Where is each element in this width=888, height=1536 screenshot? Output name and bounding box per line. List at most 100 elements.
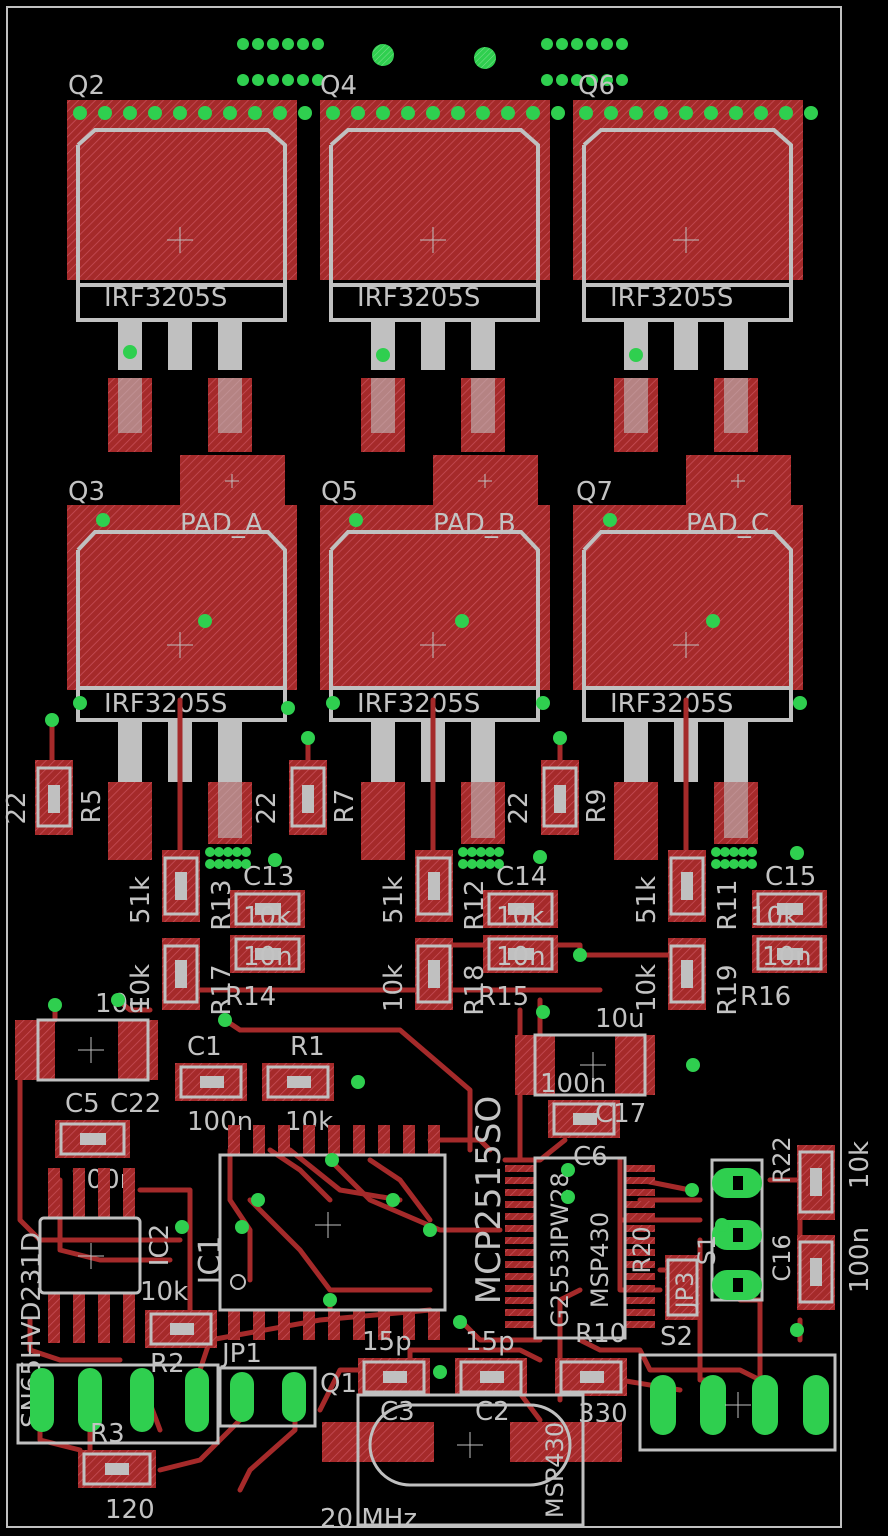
value-label: 22 — [504, 791, 534, 824]
via — [476, 859, 486, 869]
value-label: IRF3205S — [610, 689, 733, 719]
resistor-r9: 22 R9 — [504, 760, 612, 835]
cap-value: 10n — [243, 942, 293, 972]
via — [586, 74, 598, 86]
via — [571, 74, 583, 86]
via — [148, 106, 162, 120]
via — [573, 948, 587, 962]
via — [485, 859, 495, 869]
via — [248, 106, 262, 120]
via — [73, 696, 87, 710]
c22-ref: C22 — [110, 1089, 161, 1119]
via — [729, 859, 739, 869]
r-mid-value: 10k — [750, 902, 798, 932]
via — [173, 106, 187, 120]
via — [561, 1190, 575, 1204]
ref-label: C1 — [187, 1032, 222, 1062]
via — [401, 106, 415, 120]
via — [376, 106, 390, 120]
cap-value: 10n — [762, 942, 812, 972]
ref-label: Q4 — [320, 71, 357, 101]
via — [223, 106, 237, 120]
via — [326, 696, 340, 710]
r-top-value: 51k — [126, 876, 156, 924]
pad-label: PAD_C — [686, 509, 769, 539]
via — [804, 106, 818, 120]
header-vias — [237, 38, 628, 86]
via — [237, 38, 249, 50]
cap-ref: C14 — [496, 862, 547, 892]
jumper-jp1: JP1 — [218, 1339, 317, 1428]
via — [654, 106, 668, 120]
via — [235, 1220, 249, 1234]
part-label: MSP430 — [586, 1212, 614, 1308]
via — [720, 847, 730, 857]
via — [738, 847, 748, 857]
value-label: 100n — [845, 1227, 875, 1293]
ref-label: C16 — [768, 1234, 796, 1281]
ref-label: Q1 — [320, 1369, 357, 1399]
r-bottom-value: 10k — [632, 964, 662, 1012]
via — [553, 731, 567, 745]
via — [685, 1183, 699, 1197]
can-connector — [16, 1363, 220, 1445]
cap-c1: C1 100n — [175, 1032, 253, 1137]
via — [268, 853, 282, 867]
switch-s2: S2 — [638, 1322, 837, 1452]
via — [433, 1365, 447, 1379]
via — [458, 859, 468, 869]
via — [232, 859, 242, 869]
via — [241, 847, 251, 857]
via — [526, 106, 540, 120]
via — [175, 1220, 189, 1234]
ref-label: R5 — [77, 789, 107, 824]
via — [205, 859, 215, 869]
via — [98, 106, 112, 120]
value-label: IRF3205S — [357, 689, 480, 719]
via — [198, 614, 212, 628]
via — [603, 513, 617, 527]
resistor-r7: 22 R7 — [252, 760, 360, 835]
via — [453, 1315, 467, 1329]
mosfet-q7: Q7 PAD_C IRF3205S — [573, 477, 803, 860]
value-label: IRF3205S — [104, 689, 227, 719]
via — [586, 38, 598, 50]
r-bottom-ref: R17 — [207, 964, 237, 1015]
via — [686, 1058, 700, 1072]
ref-label: Q6 — [578, 71, 615, 101]
r-mid-ref: R15 — [478, 982, 529, 1012]
via — [282, 38, 294, 50]
cap-c3: 15p C3 — [358, 1327, 430, 1427]
value-label: 100n — [540, 1069, 606, 1099]
via — [790, 1323, 804, 1337]
resistor-r1: R1 10k — [262, 1032, 334, 1137]
via — [536, 1005, 550, 1019]
via — [476, 847, 486, 857]
via — [616, 38, 628, 50]
via — [267, 74, 279, 86]
via — [205, 847, 215, 857]
ref-label: R7 — [330, 789, 360, 824]
resistor-r22: R22 10k — [768, 1136, 875, 1220]
c6-ref: C6 — [573, 1142, 608, 1172]
ref-label: Q7 — [576, 477, 613, 507]
cap-ref: C13 — [243, 862, 294, 892]
value-label: 10k — [845, 1141, 875, 1189]
ref-label: S2 — [660, 1322, 693, 1352]
via — [326, 106, 340, 120]
via — [232, 847, 242, 857]
resistor-r3: R3 120 — [78, 1419, 156, 1525]
r-top-ref: R13 — [207, 879, 237, 930]
value-label: 15p — [465, 1327, 515, 1357]
value-label: 100n — [187, 1107, 253, 1137]
via — [711, 847, 721, 857]
via — [629, 106, 643, 120]
via — [376, 348, 390, 362]
switch-s1: S1 — [693, 1158, 764, 1302]
via — [485, 847, 495, 857]
cap-10u-right: 10u — [515, 1004, 655, 1097]
resistor-r10: R10 330 — [555, 1319, 628, 1429]
part-label: MCP2515SO — [469, 1096, 509, 1304]
ref-label: R3 — [90, 1419, 125, 1449]
via — [729, 847, 739, 857]
